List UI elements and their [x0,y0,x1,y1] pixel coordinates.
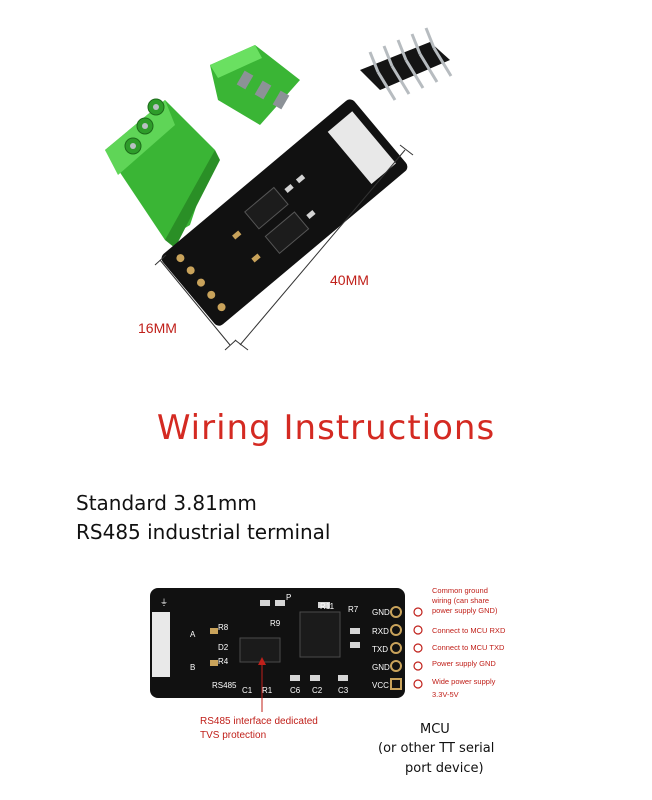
mcu-label-line-2: (or other TT serial [378,741,494,756]
annotation-vcc-1: Wide power supply [432,677,496,686]
annotation-common-ground-2: wiring (can share [431,596,489,605]
pin-label-txd: TXD [372,645,388,654]
terminal-spec-line-2: RS485 industrial terminal [76,520,331,544]
label-r11: R11 [320,602,335,611]
pin-label-gnd-1: GND [372,608,390,617]
rs485-silkscreen: RS485 [212,681,237,690]
label-r8: R8 [218,623,229,632]
product-photo: 40MM 16MM [105,27,453,351]
rs485-pcb-top-view: A B ⏚ RS485 R11 R7 R8 D2 R4 C1 R1 C6 C2 … [150,588,405,698]
annotation-common-ground-3: power supply GND) [432,606,498,615]
label-r7: R7 [348,605,359,614]
pin-header-pads: GND RXD TXD GND VCC [372,606,402,690]
terminal-block-3pin [105,98,220,248]
dimension-width [154,254,237,351]
ground-symbol: ⏚ [160,598,168,607]
label-c3: C3 [338,686,349,695]
label-c6: C6 [290,686,301,695]
width-label: 16MM [138,320,177,336]
terminal-a-label: A [190,630,196,639]
label-q1: D2 [218,643,229,652]
pin-indicators [413,607,423,689]
pin-label-rxd: RXD [372,627,389,636]
chip-u2 [299,611,341,658]
length-label: 40MM [330,272,369,288]
annotation-vcc-2: 3.3V-5V [432,690,459,699]
mcu-label-line-3: port device) [405,761,484,776]
terminal-plug-3pin [210,45,300,125]
pin-header-5pin [360,27,453,101]
pin-label-gnd-2: GND [372,663,390,672]
terminal-spec-line-1: Standard 3.81mm [76,491,257,515]
tvs-pointer [258,657,266,712]
dimension-length [234,144,414,351]
pin-label-vcc: VCC [372,681,389,690]
annotation-common-ground-1: Common ground [432,586,488,595]
label-r9: R9 [270,619,281,628]
annotation-tvs-1: RS485 interface dedicated [200,716,318,727]
rs485-pcb-angled [161,99,408,326]
annotation-gnd: Power supply GND [432,659,496,668]
annotation-tvs-2: TVS protection [200,730,266,741]
label-p: P [286,593,291,602]
wiring-diagram: A B ⏚ RS485 R11 R7 R8 D2 R4 C1 R1 C6 C2 … [150,586,506,776]
label-c1: C1 [242,686,253,695]
annotation-txd: Connect to MCU TXD [432,643,505,652]
terminal-b-label: B [190,663,195,672]
annotation-rxd: Connect to MCU RXD [432,626,506,635]
label-r1: R1 [262,686,273,695]
wiring-instructions-heading: Wiring Instructions [156,408,496,448]
mcu-label: MCU [420,722,450,737]
label-r4: R4 [218,657,229,666]
label-c2: C2 [312,686,323,695]
transceiver-chip-u1 [239,637,281,663]
